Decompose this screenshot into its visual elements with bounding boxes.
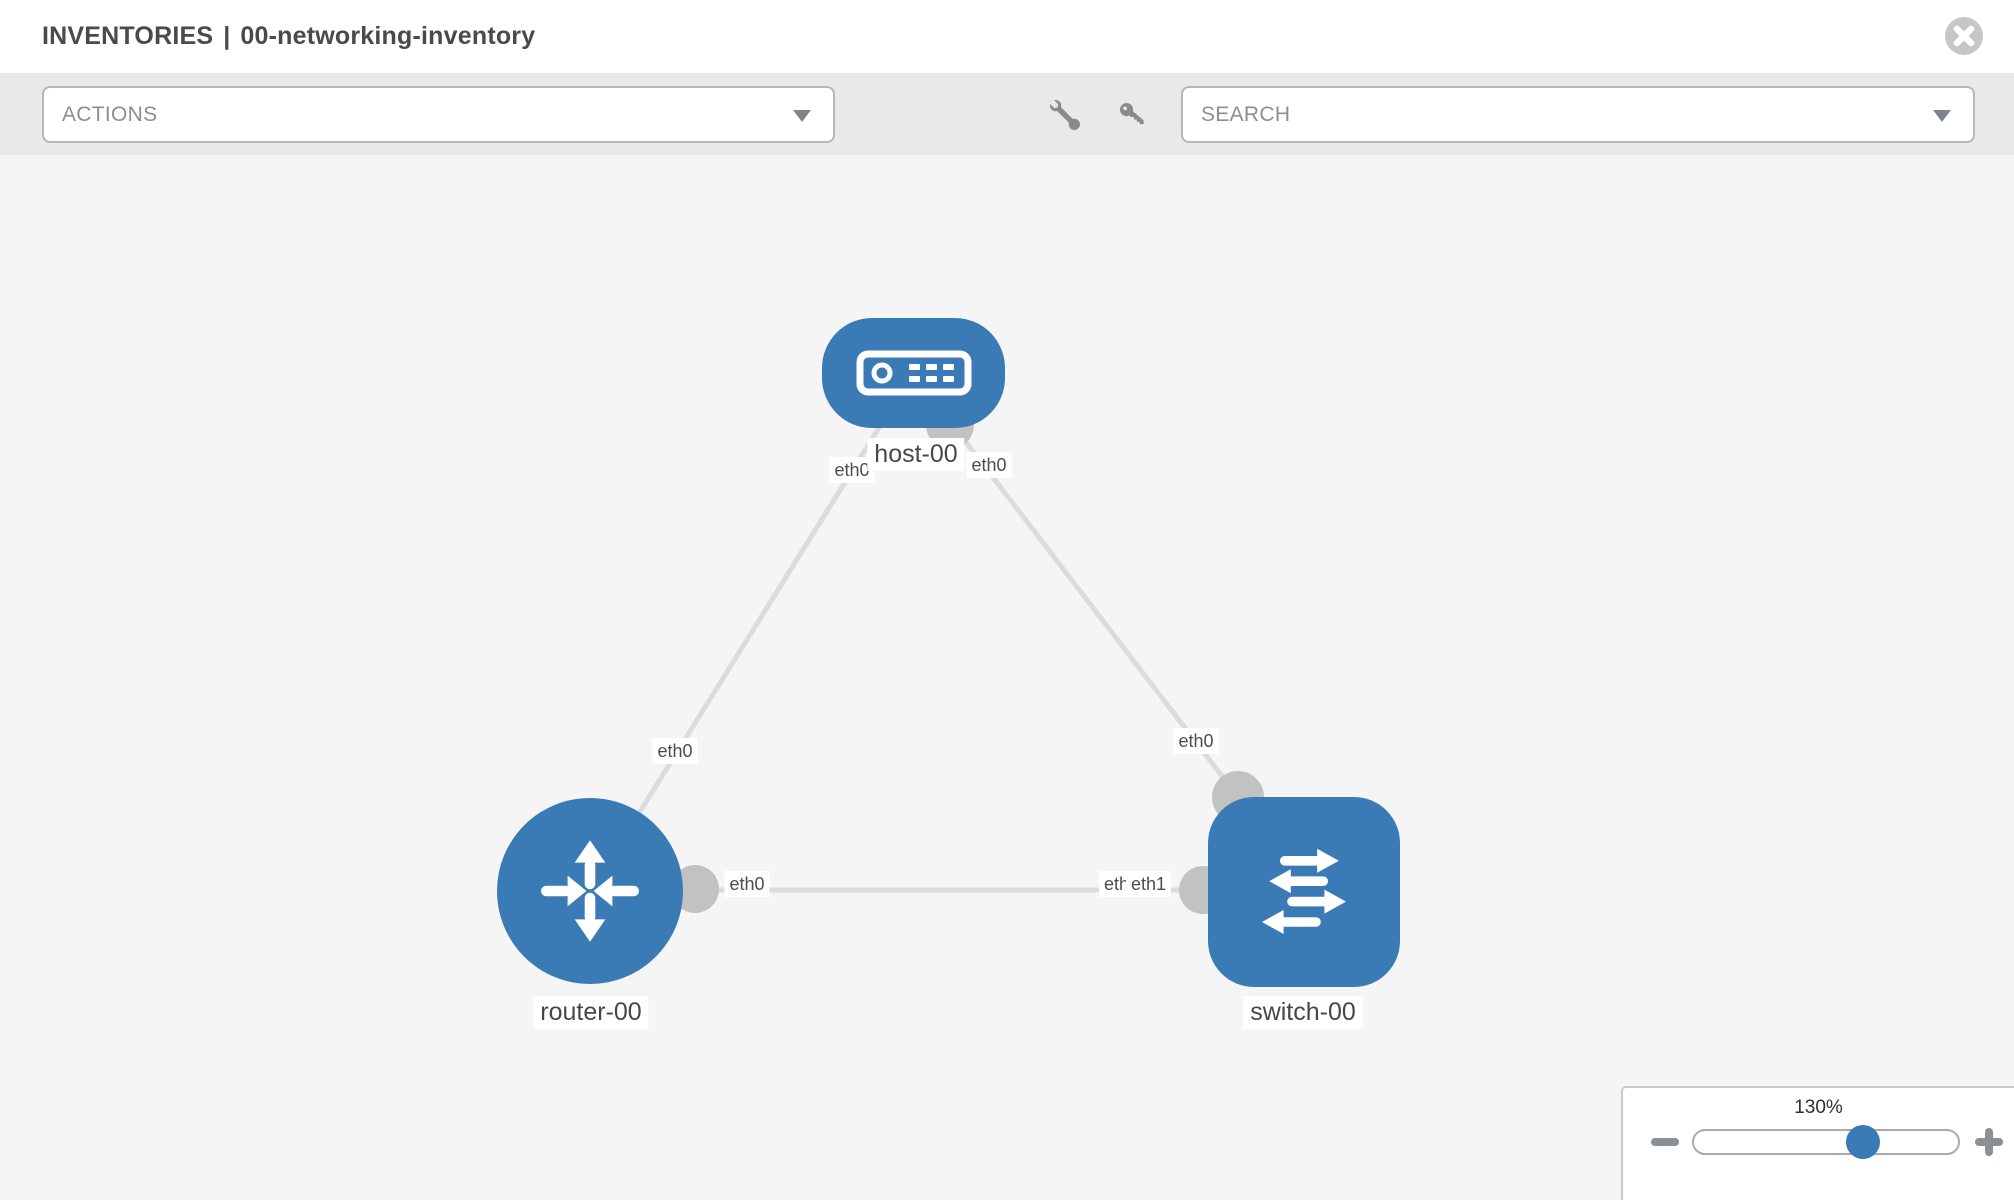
- page-title: INVENTORIES | 00-networking-inventory: [42, 0, 535, 73]
- links-layer: [587, 371, 1264, 914]
- node-switch-00[interactable]: [1208, 797, 1400, 987]
- search-dropdown-label: SEARCH: [1201, 102, 1291, 126]
- toolbar: ACTIONS SEARCH: [0, 74, 2014, 156]
- credentials-button[interactable]: [1118, 100, 1148, 130]
- node-label-router: router-00: [533, 996, 649, 1029]
- zoom-slider-track[interactable]: [1692, 1129, 1960, 1155]
- actions-dropdown-label: ACTIONS: [62, 102, 158, 126]
- interface-label: eth0: [966, 452, 1012, 478]
- zoom-percentage: 130%: [1794, 1097, 1843, 1118]
- plus-icon: [1985, 1128, 1993, 1156]
- node-label-switch: switch-00: [1243, 996, 1363, 1029]
- interface-label: eth0: [652, 738, 698, 764]
- interface-endpoint-router: [671, 865, 719, 913]
- page-title-separator: |: [223, 22, 231, 50]
- close-icon: [1945, 17, 1983, 55]
- node-router-00[interactable]: [497, 798, 683, 984]
- zoom-in-button[interactable]: [1973, 1126, 2005, 1158]
- key-icon: [1119, 103, 1144, 125]
- search-dropdown[interactable]: SEARCH: [1181, 86, 1975, 143]
- zoom-out-button[interactable]: [1651, 1138, 1679, 1146]
- configure-button[interactable]: [1050, 99, 1080, 130]
- switch-icon: [1262, 848, 1346, 934]
- header: INVENTORIES | 00-networking-inventory: [0, 0, 2014, 74]
- link-host-switch[interactable]: [911, 371, 1240, 799]
- page-title-inventory-name: 00-networking-inventory: [240, 22, 536, 50]
- topology-canvas[interactable]: eth0 eth0 eth0 eth0 eth0 eth0 eth1 host-…: [0, 155, 2014, 1200]
- chevron-down-icon: [793, 109, 811, 122]
- node-label-host: host-00: [867, 438, 965, 471]
- chevron-down-icon: [1933, 109, 1951, 122]
- close-button[interactable]: [1944, 16, 1984, 56]
- interface-label: eth0: [829, 457, 875, 483]
- zoom-slider-thumb[interactable]: [1846, 1125, 1880, 1159]
- page-title-section: INVENTORIES: [42, 22, 214, 50]
- interface-label: eth1: [1126, 871, 1172, 897]
- node-host-00[interactable]: [822, 318, 1005, 428]
- wrench-icon: [1050, 99, 1080, 130]
- zoom-control-panel: 130%: [1621, 1086, 2014, 1200]
- interface-label: eth0: [1173, 728, 1219, 754]
- actions-dropdown[interactable]: ACTIONS: [42, 86, 835, 143]
- router-icon: [541, 840, 639, 942]
- host-icon: [856, 350, 971, 396]
- interface-label: eth0: [724, 871, 770, 897]
